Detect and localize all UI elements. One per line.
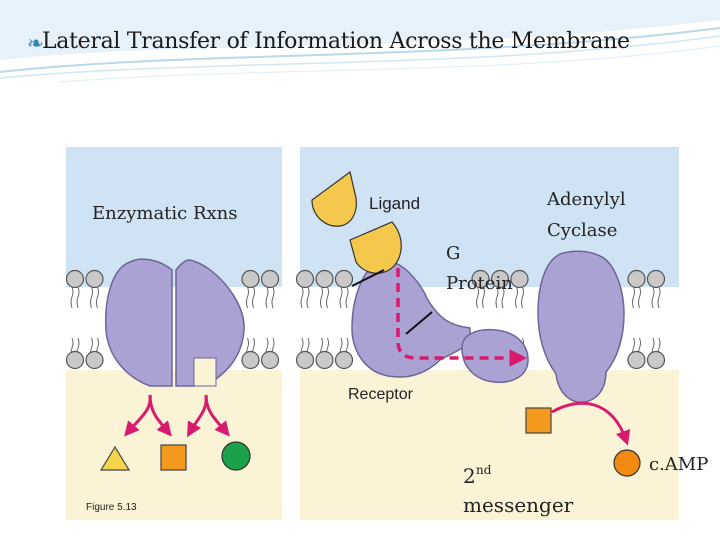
ligand-shape-bound [349, 221, 402, 274]
label-enzymatic-rxns: Enzymatic Rxns [92, 203, 238, 224]
lipid-tail [495, 286, 499, 309]
enzyme-left-lobe [104, 258, 173, 387]
green-circle-molecule [221, 441, 251, 471]
lipid-tail [246, 286, 249, 309]
lipid-tail [96, 286, 99, 309]
lipid-head [490, 269, 510, 289]
lipid-head [260, 269, 280, 289]
lipid-head [334, 350, 354, 370]
lipid-tail [70, 286, 74, 309]
camp-conversion-arrow [551, 401, 631, 446]
lipid-tail [482, 286, 485, 309]
cytoplasm-region-right [300, 370, 679, 520]
lipid-bilayer-left [65, 269, 280, 370]
lipid-tail [501, 286, 505, 309]
lipid-tail [515, 286, 518, 309]
label-second-suffix: nd [476, 463, 492, 477]
lipid-head [65, 350, 85, 370]
lipid-tail [76, 286, 80, 309]
lipid-head [646, 350, 666, 370]
lipid-head [646, 269, 666, 289]
g-protein-pointer-line [405, 311, 433, 335]
extracellular-region-left [66, 147, 282, 287]
enzymatic-panel [65, 147, 282, 520]
lipid-head [295, 350, 315, 370]
lipid-tail [476, 286, 479, 309]
lipid-head [260, 350, 280, 370]
lipid-tail [265, 286, 269, 309]
g-protein [461, 328, 529, 384]
receptor-pointer-line [351, 269, 385, 287]
title-bullet-icon: ❧ [27, 31, 44, 55]
lipid-tail [638, 286, 641, 309]
lipid-head [85, 269, 104, 289]
lipid-tail [339, 286, 343, 309]
label-protein: Protein [446, 273, 513, 294]
adenylyl-cyclase [537, 250, 625, 403]
lipid-tail [651, 286, 655, 309]
lipid-head [241, 350, 260, 370]
square-molecule-right [525, 407, 552, 434]
lipid-tail [300, 286, 304, 309]
lipid-head [315, 350, 334, 370]
lipid-tail [657, 286, 661, 309]
lipid-head [510, 269, 529, 289]
enzyme-active-site [193, 357, 217, 387]
label-second-number: 2 [463, 464, 476, 488]
square-molecule-left [160, 444, 187, 471]
reaction-arrow-right-b [204, 394, 230, 437]
lipid-tail [320, 286, 323, 309]
extracellular-region-right [300, 147, 679, 287]
label-messenger: messenger [463, 493, 574, 517]
lipid-tail [271, 286, 275, 309]
label-camp: c.AMP [649, 454, 708, 475]
lipid-head [627, 269, 646, 289]
reaction-arrow-left-b [148, 394, 172, 437]
enzyme-right-lobe [175, 259, 245, 387]
lipid-head [315, 269, 334, 289]
lipid-tail [632, 286, 635, 309]
lipid-head [471, 269, 490, 289]
receptor-protein [351, 260, 471, 378]
label-g: G [446, 243, 460, 264]
lipid-head [85, 350, 104, 370]
lipid-tail [326, 286, 329, 309]
lipid-tail [252, 286, 255, 309]
lipid-head [65, 269, 85, 289]
ligand-shape-free [311, 170, 357, 227]
figure-caption: Figure 5.13 [86, 502, 137, 513]
label-receptor: Receptor [348, 386, 414, 403]
slide-header-swoosh [0, 0, 720, 83]
label-adenylyl: Adenylyl [546, 189, 626, 210]
lipid-head [295, 269, 315, 289]
lipid-head [241, 269, 260, 289]
lipid-tail [345, 286, 349, 309]
camp-molecule [613, 449, 641, 477]
lipid-tail [521, 286, 524, 309]
slide-title: Lateral Transfer of Information Across t… [42, 29, 630, 54]
lipid-tail [306, 286, 310, 309]
signaling-panel [295, 147, 679, 520]
lipid-tail [90, 286, 93, 309]
triangle-molecule [99, 445, 131, 471]
lipid-head [334, 269, 354, 289]
lipid-head [627, 350, 646, 370]
label-ligand: Ligand [369, 194, 420, 213]
label-cyclase: Cyclase [547, 220, 617, 241]
